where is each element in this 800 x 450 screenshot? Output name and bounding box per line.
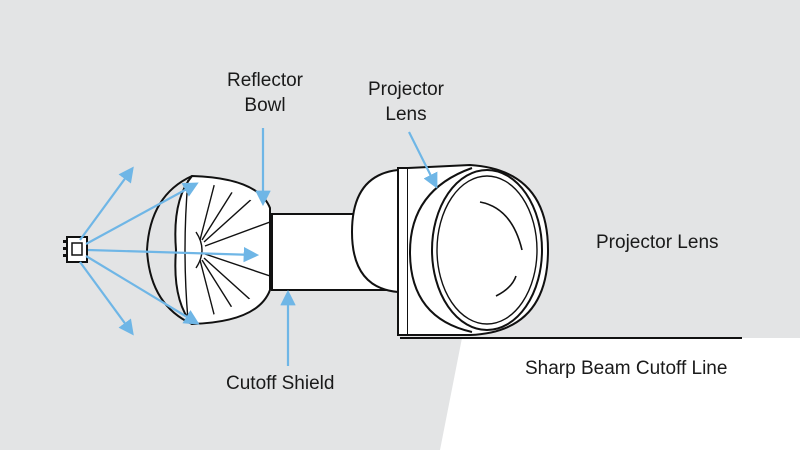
reflector-bowl bbox=[174, 174, 271, 326]
lens-housing-back bbox=[350, 169, 399, 293]
reflector-bowl-label: Reflector Bowl bbox=[210, 68, 320, 118]
projector-lens-top-label-line1: Projector bbox=[367, 79, 445, 100]
lens-ring bbox=[408, 167, 473, 333]
light-rays bbox=[79, 166, 260, 336]
projector-lens-top-label: Projector Lens bbox=[350, 77, 462, 127]
ray-upper-reflector bbox=[85, 182, 199, 245]
reflector-bowl-label-line2: Bowl bbox=[244, 95, 286, 116]
reflector-facets bbox=[195, 181, 270, 319]
led-chip-icon bbox=[63, 236, 88, 263]
lens-highlight-small bbox=[495, 275, 517, 297]
projector-lens-pointer bbox=[408, 131, 438, 189]
projector-lens bbox=[431, 169, 543, 331]
ray-up bbox=[79, 166, 134, 241]
ray-lower-reflector bbox=[85, 255, 200, 325]
projector-lens-inner bbox=[436, 175, 538, 325]
reflector-bowl-label-line1: Reflector bbox=[226, 70, 304, 91]
label-pointers bbox=[255, 128, 438, 366]
lens-highlight bbox=[479, 201, 523, 251]
projector-lens-right-label: Projector Lens bbox=[596, 232, 719, 253]
reflector-bowl-outer bbox=[145, 175, 193, 325]
light-beam bbox=[440, 338, 800, 450]
lens-holder bbox=[397, 167, 409, 336]
cutoff-shield-label: Cutoff Shield bbox=[226, 373, 335, 394]
projector-lens-top-label-line2: Lens bbox=[385, 104, 427, 125]
ray-center bbox=[87, 246, 260, 263]
beam-cutoff-line-label: Sharp Beam Cutoff Line bbox=[525, 358, 728, 379]
ray-down bbox=[79, 261, 134, 336]
